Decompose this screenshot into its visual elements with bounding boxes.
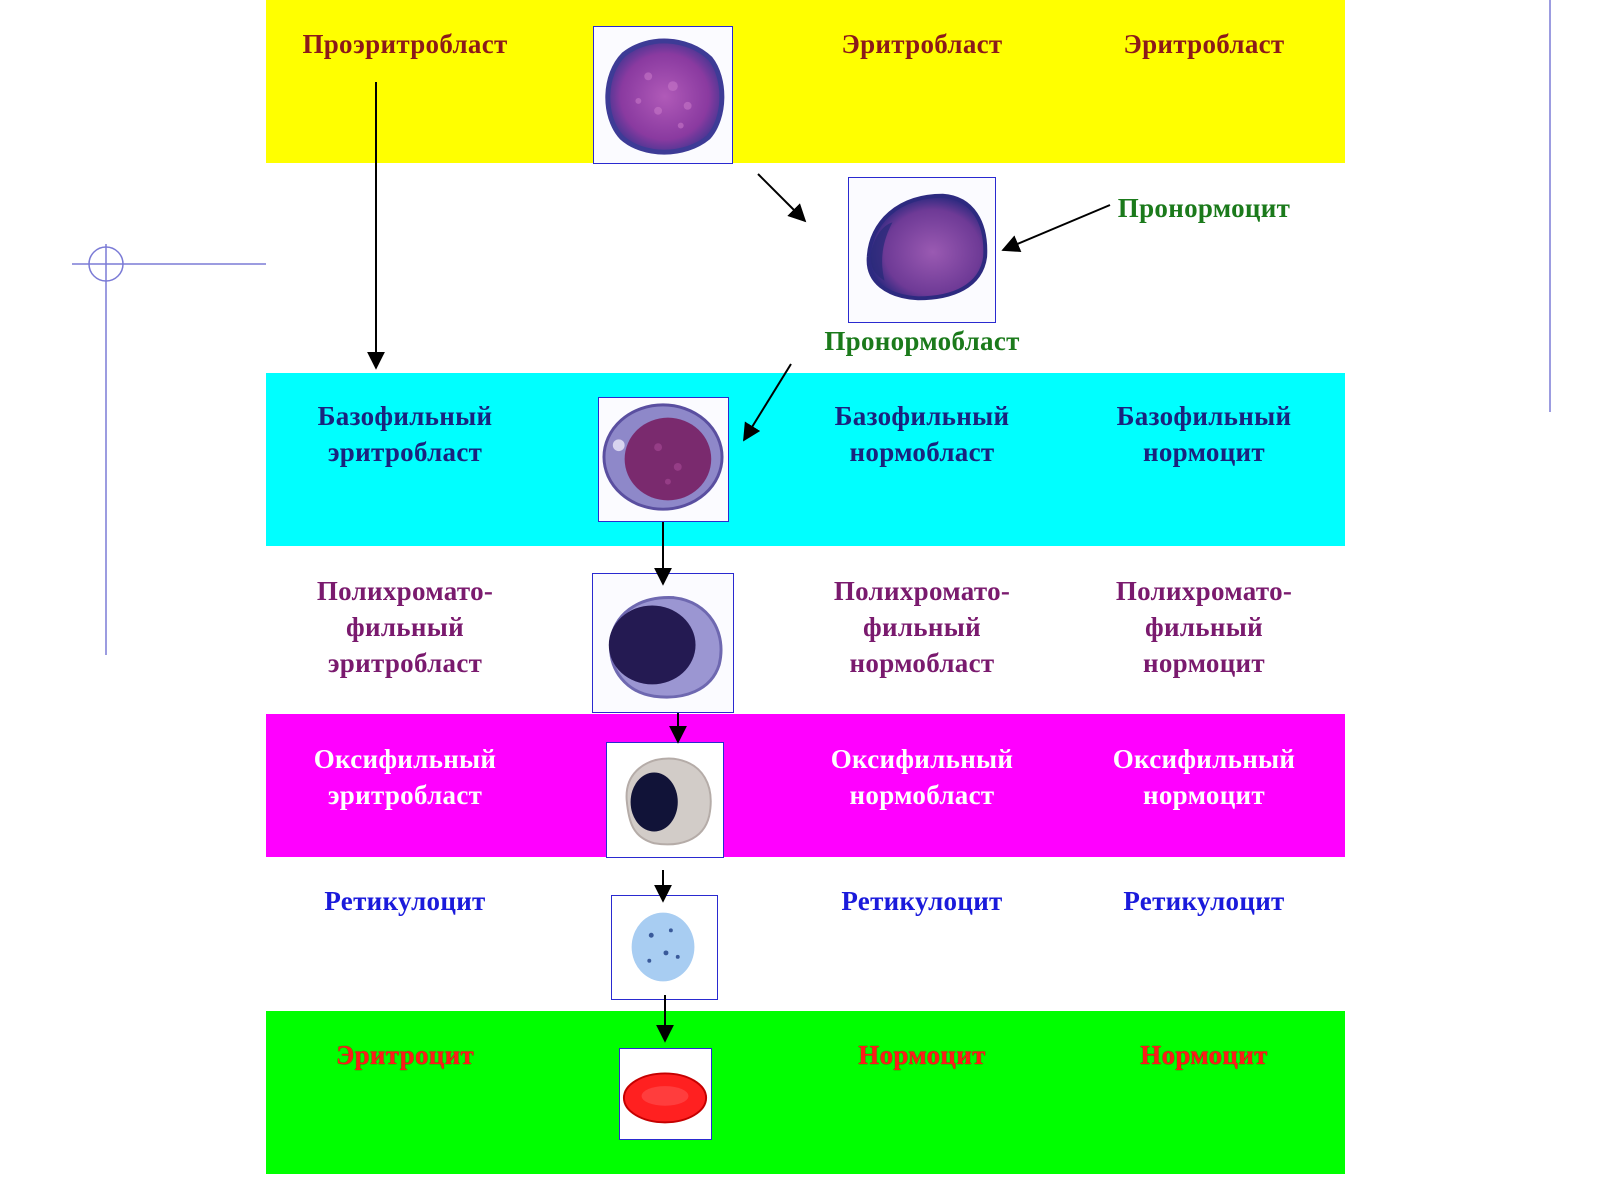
label-basophilic-normocyte: Базофильный нормоцит [1064, 398, 1344, 470]
label-reticulocyte-col4: Ретикулоцит [1123, 886, 1285, 916]
label-line: Полихромато- [833, 576, 1011, 606]
band-basophilic [266, 373, 1345, 546]
label-line: эритробласт [327, 648, 483, 678]
reticulocyte-cell-image [611, 895, 718, 1000]
label-line: Базофильный [834, 401, 1010, 431]
band-oxyphilic [266, 714, 1345, 857]
label-line: эритробласт [327, 437, 483, 467]
label-line: Оксифильный [313, 744, 497, 774]
band-proerythroblast [266, 0, 1345, 163]
polychromatophilic-erythroblast-cell-image [592, 573, 734, 713]
label-line: фильный [346, 612, 464, 642]
arrow-to-pronormoblast [757, 173, 807, 223]
label-line: Оксифильный [1112, 744, 1296, 774]
label-polychromatophilic-erythroblast: Полихромато- фильный эритробласт [265, 573, 545, 681]
pronormoblast-cell-image [848, 177, 996, 323]
label-oxyphilic-erythroblast: Оксифильный эритробласт [265, 741, 545, 813]
label-line: нормоцит [1143, 780, 1265, 810]
label-proerythroblast: Проэритробласт [302, 29, 508, 59]
label-line: Базофильный [317, 401, 493, 431]
label-reticulocyte-col1: Ретикулоцит [324, 886, 486, 916]
label-polychromatophilic-normocyte: Полихромато- фильный нормоцит [1064, 573, 1344, 681]
label-line: нормобласт [849, 648, 995, 678]
erythrocyte-cell-image [619, 1048, 712, 1140]
label-line: нормобласт [849, 437, 995, 467]
label-line: Полихромато- [1115, 576, 1293, 606]
label-normocyte-col3: Нормоцит [858, 1040, 986, 1070]
label-oxyphilic-normocyte: Оксифильный нормоцит [1064, 741, 1344, 813]
band-erythrocyte [266, 1011, 1345, 1174]
label-normocyte-col4: Нормоцит [1140, 1040, 1268, 1070]
label-line: нормоцит [1143, 437, 1265, 467]
label-pronormocyte: Пронормоцит [1117, 193, 1291, 223]
label-polychromatophilic-normoblast: Полихромато- фильный нормобласт [782, 573, 1062, 681]
label-line: нормобласт [849, 780, 995, 810]
label-line: Базофильный [1116, 401, 1292, 431]
label-oxyphilic-normoblast: Оксифильный нормобласт [782, 741, 1062, 813]
label-line: нормоцит [1143, 648, 1265, 678]
label-line: эритробласт [327, 780, 483, 810]
label-erythroblast-col3: Эритробласт [841, 29, 1003, 59]
label-reticulocyte-col3: Ретикулоцит [841, 886, 1003, 916]
label-basophilic-normoblast: Базофильный нормобласт [782, 398, 1062, 470]
proerythroblast-cell-image [593, 26, 733, 164]
label-line: Полихромато- [316, 576, 494, 606]
label-line: фильный [1145, 612, 1263, 642]
oxyphilic-erythroblast-cell-image [606, 742, 724, 858]
label-line: фильный [863, 612, 981, 642]
label-erythrocyte: Эритроцит [335, 1040, 475, 1070]
basophilic-erythroblast-cell-image [598, 397, 729, 522]
label-basophilic-erythroblast: Базофильный эритробласт [265, 398, 545, 470]
label-erythroblast-col4: Эритробласт [1123, 29, 1285, 59]
label-line: Оксифильный [830, 744, 1014, 774]
label-pronormoblast: Пронормобласт [824, 326, 1020, 356]
